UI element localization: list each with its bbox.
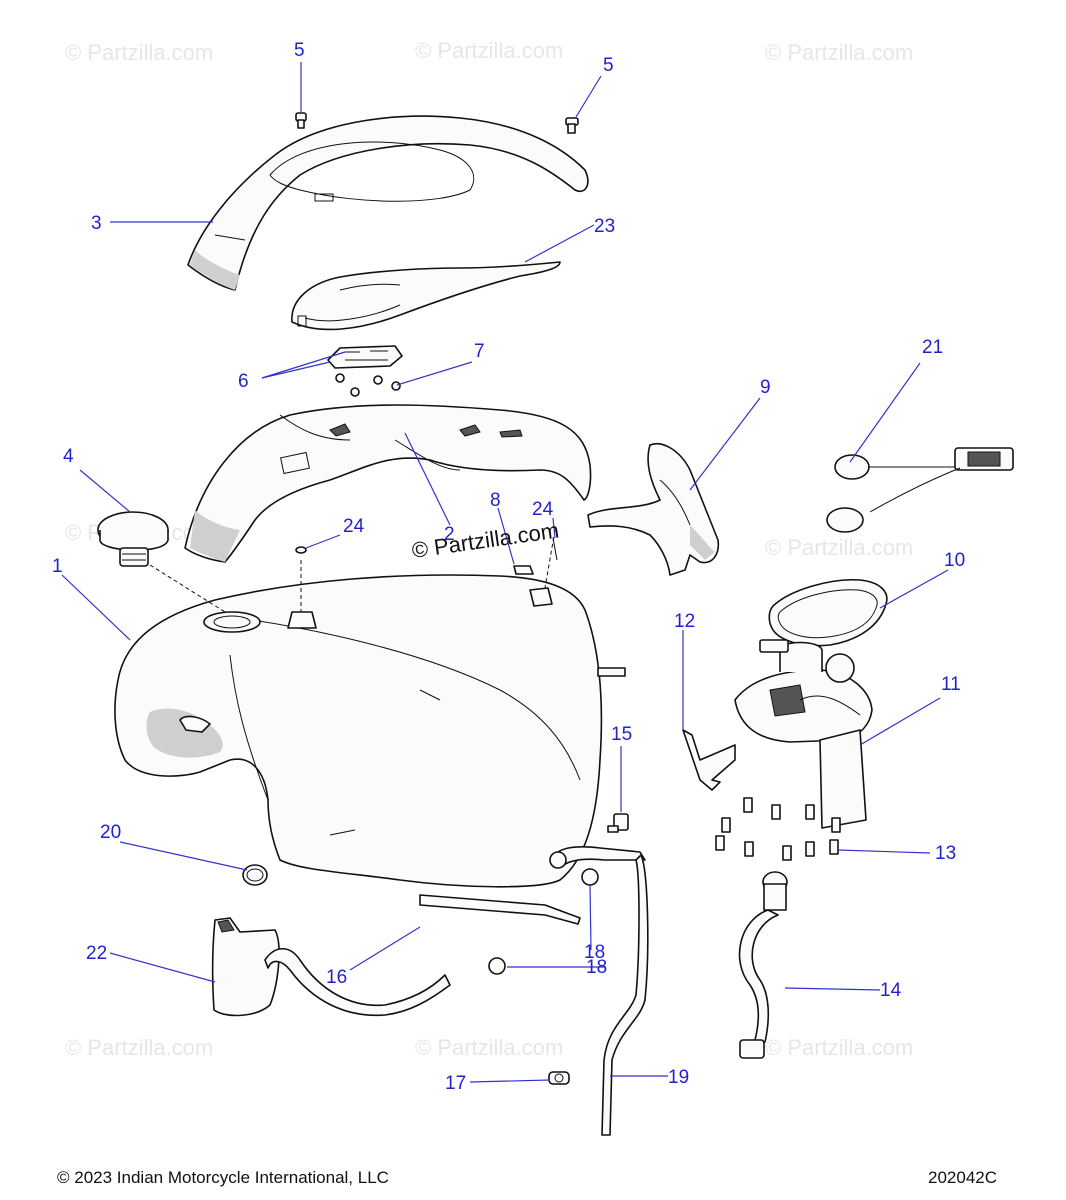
callout-label: 4 xyxy=(63,446,74,467)
part-2-console-cover xyxy=(184,404,592,563)
callout-label: 5 xyxy=(603,55,614,76)
callout-label: 22 xyxy=(86,943,107,964)
callout-label: 5 xyxy=(294,40,305,61)
part-19-tube xyxy=(549,846,649,1136)
part-12-bracket xyxy=(682,729,736,791)
callout-label: 18 xyxy=(584,942,605,963)
watermark: © Partzilla.com xyxy=(65,1035,213,1060)
callout-label: 9 xyxy=(760,377,771,398)
center-watermark: © Partzilla.com xyxy=(410,518,560,563)
callout-label: 11 xyxy=(941,674,961,695)
callout-label: 24 xyxy=(343,516,365,537)
callout-label: 16 xyxy=(326,967,347,988)
callout-label: 24 xyxy=(532,499,554,520)
part-17-clamp xyxy=(548,1071,570,1085)
part-16-hose xyxy=(264,894,581,1017)
part-4-fuel-cap xyxy=(97,511,169,567)
callout-label: 15 xyxy=(611,724,632,745)
watermark: © Partzilla.com xyxy=(765,1035,913,1060)
callout-label: 23 xyxy=(594,216,615,237)
callout-label: 10 xyxy=(944,550,965,571)
part-21-level-sender xyxy=(826,447,1014,533)
callout-label: 3 xyxy=(91,213,102,234)
watermark: © Partzilla.com xyxy=(65,40,213,65)
callout-label: 19 xyxy=(668,1067,689,1088)
callout-labels: 5 5 3 23 6 7 21 9 4 24 2 8 24 1 10 12 11… xyxy=(52,40,965,1094)
diagram-code: 202042C xyxy=(928,1168,998,1187)
part-9-bracket xyxy=(587,443,720,576)
callout-label: 7 xyxy=(474,341,485,362)
part-6-clips xyxy=(327,345,403,369)
callout-label: 13 xyxy=(935,843,956,864)
part-5-screw-left xyxy=(295,112,307,129)
callout-label: 1 xyxy=(52,556,63,577)
leader-lines xyxy=(61,62,949,1083)
watermark: © Partzilla.com xyxy=(415,1035,563,1060)
copyright-text: © 2023 Indian Motorcycle International, … xyxy=(57,1168,389,1187)
part-7-screws xyxy=(335,373,401,397)
callout-label: 21 xyxy=(922,337,943,358)
callout-label: 8 xyxy=(490,490,501,511)
part-1-fuel-tank xyxy=(114,574,626,888)
callout-label: 2 xyxy=(444,524,455,545)
part-22-cover xyxy=(211,917,280,1017)
part-20-clamp xyxy=(242,864,268,886)
watermark: © Partzilla.com xyxy=(765,40,913,65)
watermark: © Partzilla.com xyxy=(765,535,913,560)
part-11-fuel-pump xyxy=(734,639,873,829)
part-14-fuel-line xyxy=(738,871,788,1059)
callout-label: 6 xyxy=(238,371,249,392)
part-10-gasket xyxy=(768,579,888,647)
part-8-clip xyxy=(513,565,534,575)
watermark: © Partzilla.com xyxy=(415,38,563,63)
part-3-top-trim xyxy=(187,115,589,291)
callout-label: 17 xyxy=(445,1073,466,1094)
callout-label: 18 xyxy=(586,957,607,978)
part-13-screws xyxy=(715,797,841,861)
part-5-screw-right xyxy=(565,117,579,134)
part-15-fitting xyxy=(607,813,629,833)
callout-label: 20 xyxy=(100,822,121,843)
callout-label: 12 xyxy=(674,611,695,632)
callout-label: 14 xyxy=(880,980,902,1001)
part-24-washer-left xyxy=(295,546,307,554)
part-24-pin-right xyxy=(552,537,558,561)
part-23-trim-plate xyxy=(291,261,561,331)
